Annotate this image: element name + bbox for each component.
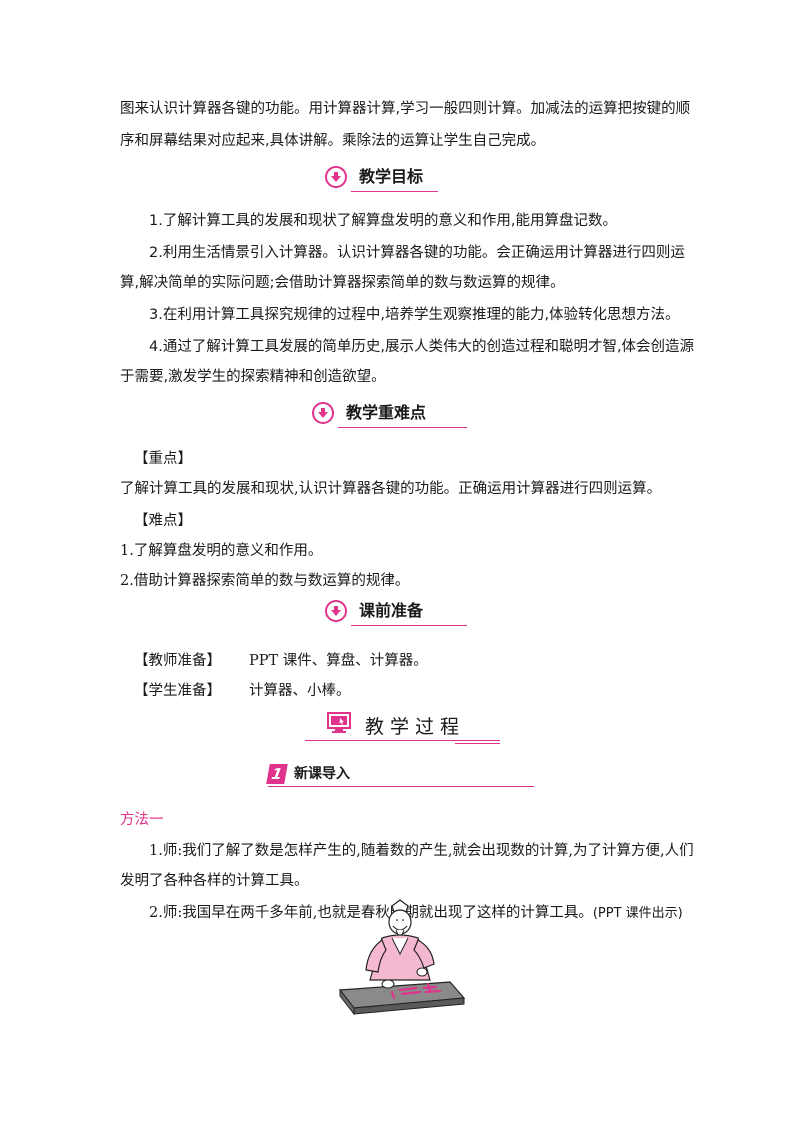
focus-label: 【重点】 (134, 451, 192, 467)
key-points-heading: 教学重难点 (312, 402, 467, 428)
teacher-prep-label: 【教师准备】 (134, 653, 221, 669)
objective-3: 3.在利用计算工具探究规律的过程中,培养学生观察推理的能力,体验转化思想方法。 (149, 307, 680, 323)
down-arrow-icon (325, 600, 347, 622)
focus-text: 了解计算工具的发展和现状,认识计算器各键的功能。正确运用计算器进行四则运算。 (120, 481, 662, 497)
key-points-title: 教学重难点 (346, 403, 427, 422)
process-title: 教学过程 (365, 716, 466, 738)
difficulty-label: 【难点】 (134, 513, 192, 529)
heading-underline (338, 427, 467, 428)
objective-2b: 算,解决简单的实际问题;会借助计算器探索简单的数与数运算的规律。 (120, 275, 565, 291)
objective-1: 1.了解计算工具的发展和现状了解算盘发明的意义和作用,能用算盘记数。 (149, 213, 617, 229)
objectives-title: 教学目标 (359, 167, 424, 186)
intro-line-2: 序和屏幕结果对应起来,具体讲解。乘除法的运算让学生自己完成。 (120, 133, 546, 149)
process-heading: 教学过程 (305, 712, 500, 744)
process-para-1b: 发明了各种各样的计算工具。 (120, 873, 309, 889)
intro-line-1: 图来认识计算器各键的功能。用计算器计算,学习一般四则计算。加减法的运算把按键的顺 (120, 101, 691, 117)
process-para-2: 2.师:我国早在两千多年前,也就是春秋时期就出现了这样的计算工具。(PPT 课件… (120, 898, 683, 929)
teacher-prep-text: PPT 课件、算盘、计算器。 (249, 653, 428, 669)
preparation-title: 课前准备 (359, 601, 424, 620)
objective-2a: 2.利用生活情景引入计算器。认识计算器各键的功能。会正确运用计算器进行四则运 (149, 245, 685, 261)
section-new-lesson-intro: 1 新课导入 (266, 764, 534, 788)
ppt-note: (PPT 课件出示) (592, 906, 683, 921)
section-underline (268, 786, 534, 787)
ancient-scholar-counting-rods-illustration (338, 899, 466, 1016)
heading-underline-secondary (455, 743, 500, 744)
down-arrow-icon (325, 166, 347, 188)
objective-4b: 于需要,激发学生的探索精神和创造欲望。 (120, 369, 386, 385)
difficulty-1: 1.了解算盘发明的意义和作用。 (120, 543, 323, 559)
heading-underline (305, 740, 500, 741)
objectives-heading: 教学目标 (325, 166, 438, 192)
monitor-icon (327, 712, 351, 733)
preparation-heading: 课前准备 (325, 600, 467, 626)
method-label: 方法一 (120, 812, 164, 828)
student-prep-label: 【学生准备】 (134, 683, 221, 699)
difficulty-2: 2.借助计算器探索简单的数与数运算的规律。 (120, 573, 410, 589)
section-title: 新课导入 (294, 766, 350, 782)
process-para-1a: 1.师:我们了解了数是怎样产生的,随着数的产生,就会出现数的计算,为了计算方便,… (149, 843, 694, 859)
student-prep-text: 计算器、小棒。 (249, 683, 351, 699)
section-number-badge: 1 (266, 764, 288, 784)
process-para-2-text: 2.师:我国早在两千多年前,也就是春秋时期就出现了这样的计算工具。 (149, 905, 593, 921)
heading-underline (351, 191, 438, 192)
objective-4a: 4.通过了解计算工具发展的简单历史,展示人类伟大的创造过程和聪明才智,体会创造源 (149, 339, 695, 355)
heading-underline (351, 625, 467, 626)
down-arrow-icon (312, 402, 334, 424)
